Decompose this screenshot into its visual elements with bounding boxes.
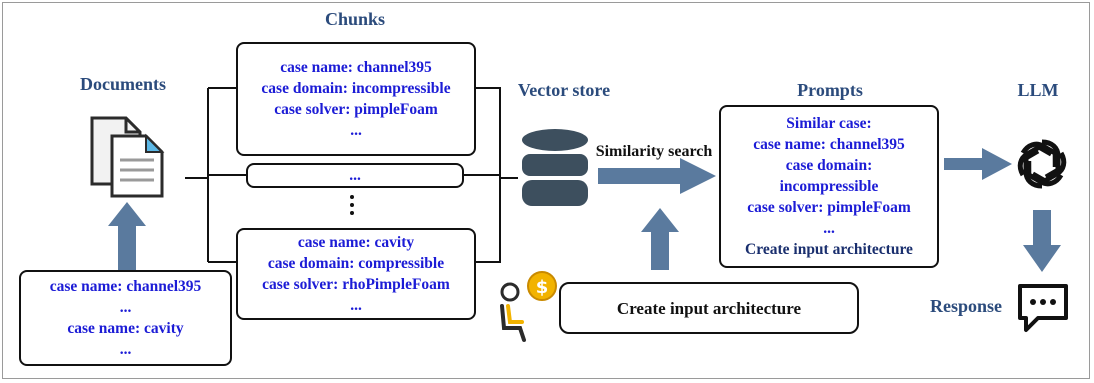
- arrow-llm-response: [1023, 210, 1061, 272]
- input-case-list-box: case name: channel395 ... case name: cav…: [19, 270, 232, 366]
- chunk-line: ...: [349, 167, 361, 184]
- prompt-line: incompressible: [779, 178, 879, 195]
- chunk-box-top: case name: channel395 case domain: incom…: [236, 42, 476, 156]
- llm-title: LLM: [1017, 80, 1059, 100]
- prompt-line: ...: [823, 220, 835, 237]
- arrow-up-query: [641, 208, 679, 270]
- llm-logo-icon: [1017, 139, 1067, 189]
- chunk-line: ...: [350, 297, 362, 314]
- chunk-box-middle: ...: [246, 163, 464, 188]
- query-box: Create input architecture: [559, 282, 859, 334]
- input-case-line: ...: [119, 299, 132, 316]
- prompt-line: case name: channel395: [753, 136, 905, 153]
- arrow-similarity: [598, 158, 716, 194]
- vector-store-title: Vector store: [517, 80, 611, 100]
- chunk-line: case domain: compressible: [267, 255, 445, 272]
- chunk-line: case name: cavity: [297, 234, 415, 251]
- prompt-box: Similar case: case name: channel395 case…: [719, 105, 939, 268]
- arrow-prompts-llm: [944, 148, 1012, 180]
- chunk-line: case name: channel395: [280, 59, 432, 76]
- svg-text:$: $: [536, 277, 549, 298]
- documents-icon: [90, 116, 165, 198]
- database-icon: [522, 129, 588, 206]
- query-text: Create input architecture: [616, 298, 802, 318]
- bracket-right: [464, 87, 518, 263]
- similarity-search-label: Similarity search: [595, 143, 713, 160]
- chunks-title: Chunks: [324, 9, 386, 29]
- response-title: Response: [929, 296, 1002, 316]
- bracket-left: [185, 87, 246, 263]
- user-with-coin-icon: $: [500, 271, 557, 342]
- prompts-title: Prompts: [797, 80, 863, 100]
- input-case-line: case name: cavity: [67, 320, 184, 337]
- dot: [350, 203, 354, 207]
- input-case-line: case name: channel395: [49, 278, 202, 295]
- chunk-box-bottom: case name: cavity case domain: compressi…: [236, 228, 476, 320]
- prompt-line: Create input architecture: [745, 241, 913, 258]
- chunk-line: case solver: pimpleFoam: [274, 101, 438, 118]
- chunk-line: ...: [350, 122, 362, 139]
- prompt-line: case solver: pimpleFoam: [747, 199, 911, 216]
- dot: [350, 195, 354, 199]
- chunk-line: case domain: incompressible: [261, 80, 451, 97]
- dot: [350, 211, 354, 215]
- prompt-line: Similar case:: [786, 115, 872, 132]
- chat-bubble-icon: [1018, 284, 1068, 332]
- documents-title: Documents: [80, 74, 166, 94]
- arrow-up-input: [108, 202, 146, 270]
- chunk-line: case solver: rhoPimpleFoam: [262, 276, 450, 293]
- input-case-line: ...: [119, 341, 132, 358]
- diagram-border: [2, 2, 1090, 379]
- prompt-line: case domain:: [785, 157, 873, 174]
